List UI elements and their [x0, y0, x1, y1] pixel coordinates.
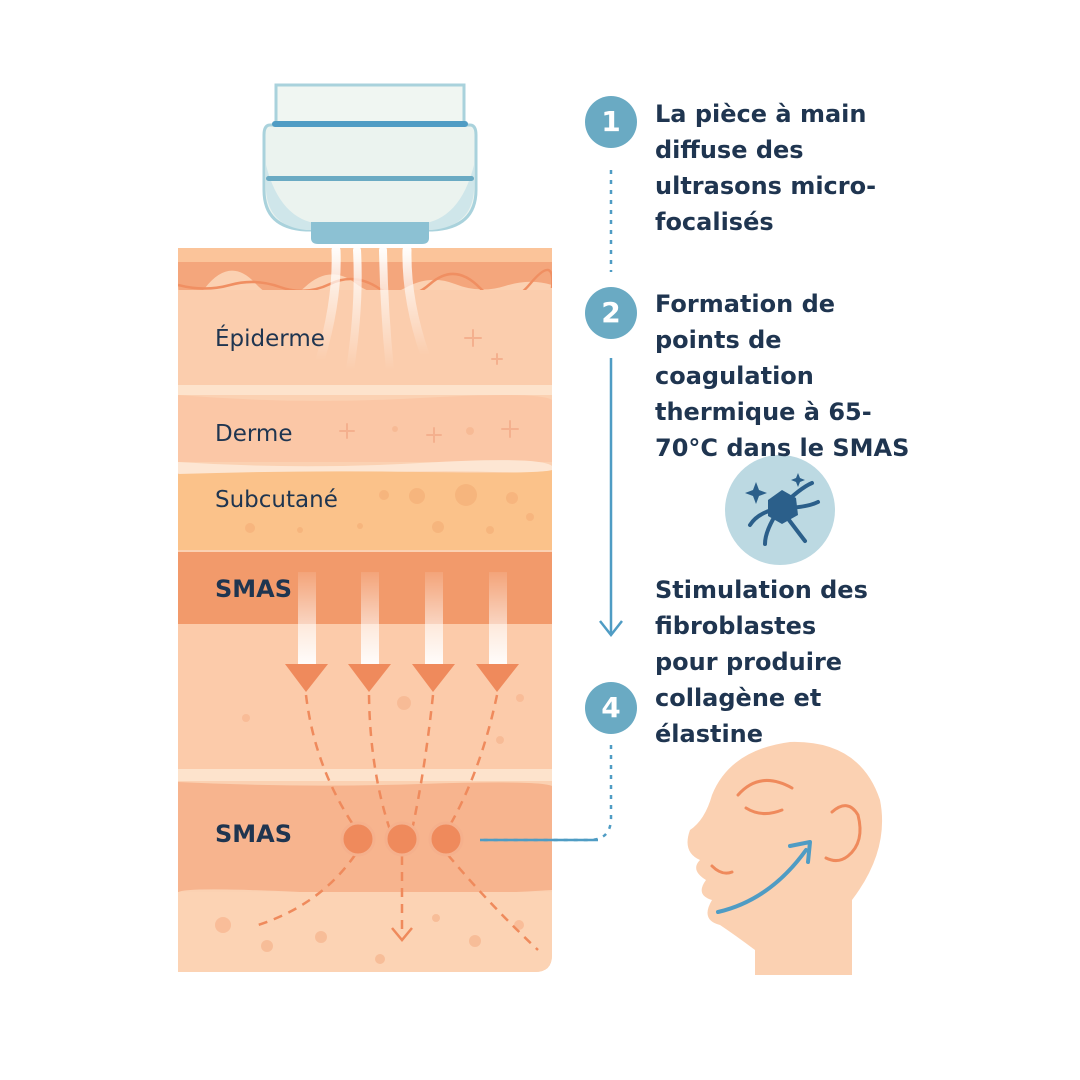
step-3-text: Stimulation des fibroblastes pour produi…: [655, 576, 868, 748]
tissue-dots: [215, 426, 534, 964]
step-2-text: Formation de points de coagulation therm…: [655, 290, 910, 462]
skin-cross-section: [178, 248, 552, 972]
smas-upper-label: SMAS: [215, 575, 293, 603]
step-badges: [585, 96, 637, 734]
epiderme-label: Épiderme: [215, 326, 325, 352]
subcutane-label: Subcutané: [215, 487, 338, 513]
step-2-number: 2: [601, 296, 621, 329]
step-1-text: La pièce à main diffuse des ultrasons mi…: [655, 100, 877, 236]
sparkle-decorations: [339, 329, 519, 443]
ultrasound-beams: [315, 245, 430, 374]
derme-layer: [178, 394, 552, 462]
derme-label: Derme: [215, 421, 293, 447]
timeline-connectors: [480, 170, 623, 842]
step-1-number: 1: [601, 105, 621, 138]
step-badge-2: [585, 287, 637, 339]
coagulation-points: [340, 821, 464, 857]
step-badge-4: [585, 682, 637, 734]
down-arrow-icon: [391, 927, 413, 942]
step-badge-1: [585, 96, 637, 148]
fibroblast-cell-icon: [725, 455, 835, 565]
focus-arrows: [285, 572, 519, 692]
epiderme-layer: [178, 290, 552, 385]
skin-surface-band: [178, 248, 552, 262]
ultrasound-handpiece-icon: [262, 83, 478, 244]
step-4-number: 4: [601, 691, 621, 724]
face-profile-lift-icon: [687, 741, 883, 975]
converging-energy-lines: [257, 694, 539, 951]
smas-lower-label: SMAS: [215, 820, 293, 848]
